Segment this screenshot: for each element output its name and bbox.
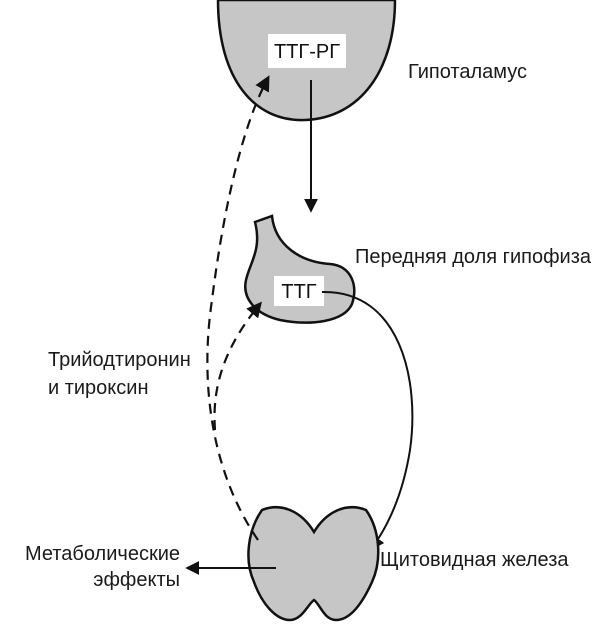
- thyroid-shape: [248, 507, 378, 620]
- feedback-label-line1: Трийодтиронин: [48, 349, 191, 371]
- hormone-label-trh: ТТГ-РГ: [274, 41, 340, 63]
- feedback-label-line2: и тироксин: [48, 377, 149, 399]
- thyroid-label: Щитовидная железа: [380, 549, 569, 571]
- effects-label-line2: эффекты: [93, 569, 180, 591]
- pituitary-shape: [245, 216, 354, 323]
- pituitary-label: Передняя доля гипофиза: [355, 246, 592, 268]
- effects-label-line1: Метаболические: [25, 543, 180, 565]
- feedback-to-pituitary: [215, 304, 260, 430]
- hypothalamus-label: Гипоталамус: [408, 61, 527, 83]
- hormone-label-tsh: ТТГ: [281, 281, 316, 303]
